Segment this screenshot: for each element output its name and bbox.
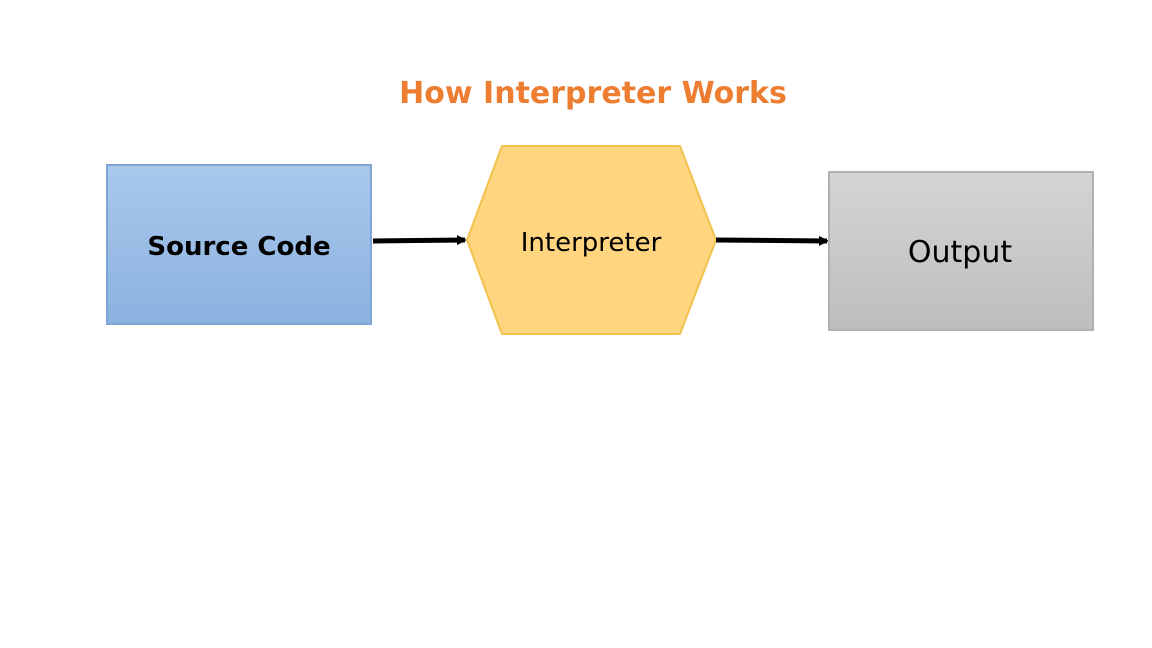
output-box: [828, 171, 1094, 331]
arrow-source-to-interpreter: [372, 235, 467, 246]
diagram-title: How Interpreter Works: [399, 76, 787, 111]
interpreter-label: Interpreter: [521, 228, 662, 258]
output-node: Output: [828, 171, 1094, 331]
source-code-box: [106, 164, 372, 325]
source-code-label: Source Code: [147, 232, 330, 262]
interpreter-hexagon: [465, 145, 718, 335]
arrow-interpreter-to-output: [715, 235, 829, 246]
source-code-node: Source Code: [106, 164, 372, 325]
interpreter-node: Interpreter: [465, 145, 718, 335]
output-label: Output: [908, 235, 1012, 270]
